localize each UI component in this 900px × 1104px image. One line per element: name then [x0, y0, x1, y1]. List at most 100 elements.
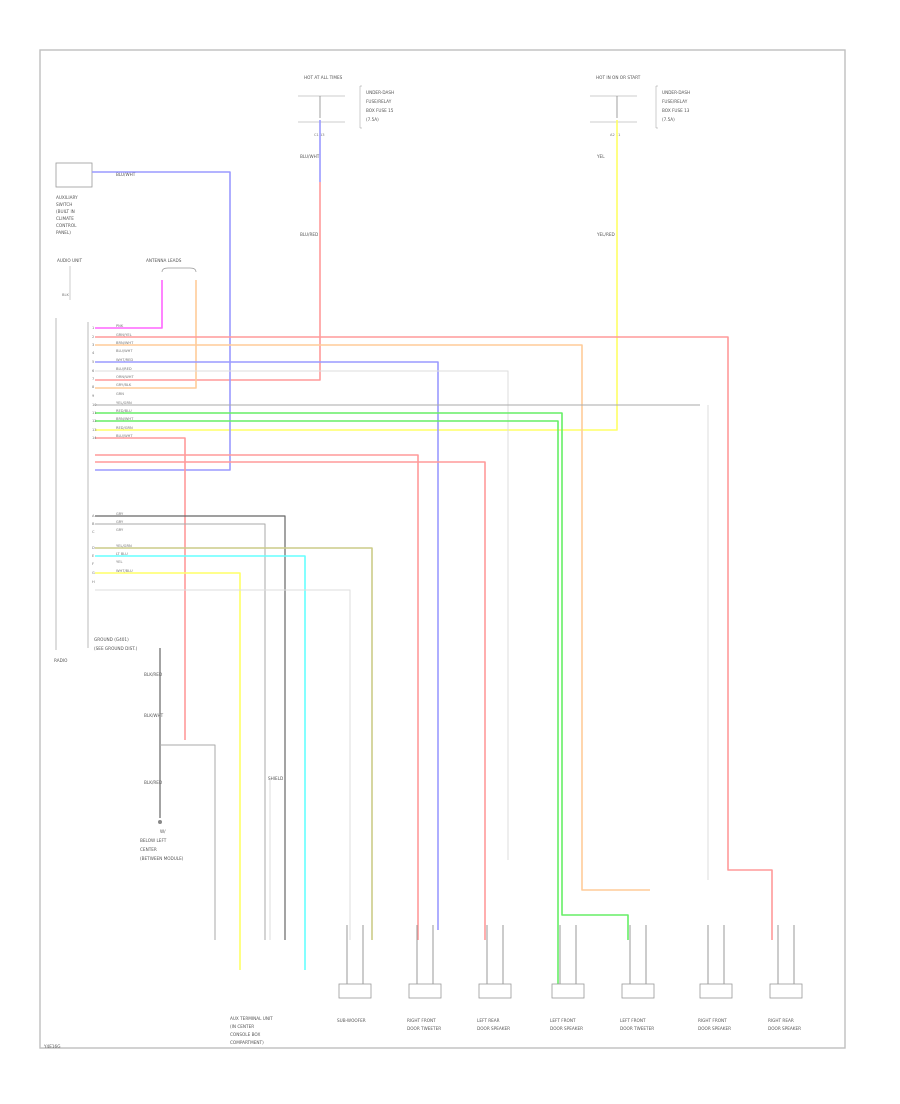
- fuse-right-pin: A2 11: [610, 133, 620, 137]
- fuse-left-line4: (7.5A): [366, 117, 379, 122]
- radio-pin-9-wire: GRN: [116, 392, 124, 396]
- radio-pin-B-number: B: [92, 522, 95, 526]
- wire-ground-gray: [160, 744, 216, 940]
- speaker-4-label-1: LEFT FRONT: [550, 1018, 576, 1023]
- antenna-label: ANTENNA LEADS: [146, 258, 182, 263]
- auxiliary-switch: BLU/WHT AUXILIARY SWITCH (BUILT IN CLIMA…: [55, 162, 136, 235]
- fuse-right-line3: BOX FUSE 13: [662, 108, 690, 113]
- wire-pinA-dark: [95, 515, 286, 940]
- speaker-7-label-2: DOOR SPEAKER: [768, 1026, 801, 1031]
- wire-pin9-red: [95, 454, 419, 940]
- radio-ground-label: GROUND (G401): [94, 637, 129, 642]
- radio-pin-14-number: 14: [92, 436, 97, 440]
- radio-pin-2-wire: GRN/YEL: [116, 333, 132, 337]
- speaker-3-label-1: LEFT REAR: [477, 1018, 500, 1023]
- fuse-right-wire2: YEL/RED: [596, 232, 615, 237]
- radio-pin-C-number: C: [92, 530, 95, 534]
- audio-unit: AUDIO UNIT BLK RADIO GROUND (G401) (SEE …: [54, 258, 138, 663]
- ground-wire-2: BLK/WHT: [144, 713, 164, 718]
- fuse-left-line1: UNDER-DASH: [366, 90, 394, 95]
- radio-pin-5-number: 5: [92, 360, 94, 364]
- radio-pin-F-wire: YEL: [116, 560, 122, 564]
- radio-ground-wire: BLK: [62, 293, 69, 297]
- fuse-left-line3: BOX FUSE 15: [366, 108, 394, 113]
- radio-pin-B-wire: GRY: [116, 520, 124, 524]
- radio-pin-G-number: G: [92, 571, 95, 575]
- aux-line1: AUX TERMINAL UNIT: [230, 1016, 273, 1021]
- wire-pin3-blue: [95, 361, 439, 930]
- speaker-7-body: [769, 983, 803, 999]
- wire-pin8-red: [95, 437, 186, 740]
- radio-pin-1-number: 1: [92, 326, 94, 330]
- switch-wire-label: BLU/WHT: [116, 172, 136, 177]
- aux-terminal: AUX TERMINAL UNIT (IN CENTER CONSOLE BOX…: [230, 1016, 273, 1045]
- switch-line6: PANEL): [56, 230, 71, 235]
- wire-pin6-green: [95, 412, 629, 940]
- radio-pin-14-wire: BLU/WHT: [116, 434, 133, 438]
- fuse-left-line2: FUSE/RELAY: [366, 99, 392, 104]
- wire-pinB-gray: [95, 523, 266, 940]
- radio-pin-11-wire: RED/BLU: [116, 409, 132, 413]
- speaker-6-label-1: RIGHT FRONT: [698, 1018, 727, 1023]
- radio-label: RADIO: [54, 658, 68, 663]
- ground-line2: BELOW LEFT: [140, 838, 167, 843]
- fuse-right-wire1: YEL: [596, 154, 605, 159]
- radio-pin-1-wire: PNK: [116, 324, 124, 328]
- radio-pin-9-number: 9: [92, 394, 95, 398]
- aux-line2: (IN CENTER: [230, 1024, 254, 1029]
- wire-pinF-yellow: [95, 572, 241, 970]
- wire-pin1-red: [95, 336, 773, 940]
- speaker-6-body: [699, 983, 733, 999]
- switch-line3: (BUILT IN: [56, 209, 75, 214]
- footer-code: Y4E16G: [43, 1044, 60, 1049]
- radio-pin-3-number: 3: [92, 343, 94, 347]
- speaker-2-body: [408, 983, 442, 999]
- speaker-1: SUB-WOOFER: [337, 925, 372, 1023]
- fuse-left-wire1: BLU/WHT: [300, 154, 320, 159]
- radio-pin-10-number: 10: [92, 403, 97, 407]
- switch-line5: CONTROL: [56, 223, 77, 228]
- wire-pin7-green: [95, 420, 559, 985]
- ground-line1: W/: [160, 829, 166, 834]
- fuse-right-title: HOT IN ON OR START: [596, 75, 641, 80]
- radio-pin-E-wire: LT BLU: [116, 552, 128, 556]
- radio-pin-10-wire: YEL/GRN: [116, 401, 132, 405]
- wire-pin2-orange: [95, 344, 650, 891]
- radio-pin-13-number: 13: [92, 428, 97, 432]
- radio-pin-5-wire: WHT/RED: [116, 358, 133, 362]
- auxiliary-switch-box: [55, 162, 93, 188]
- fuse-right: HOT IN ON OR START UNDER-DASH FUSE/RELAY…: [590, 75, 690, 237]
- speaker-2-label-1: RIGHT FRONT: [407, 1018, 436, 1023]
- ground-line4: (BETWEEN MODULE): [140, 856, 184, 861]
- aux-line3: CONSOLE BOX: [230, 1032, 260, 1037]
- speaker-1-label-1: SUB-WOOFER: [337, 1018, 366, 1023]
- radio-title: AUDIO UNIT: [57, 258, 82, 263]
- fuse-right-line4: (7.5A): [662, 117, 675, 122]
- radio-pin-11-number: 11: [92, 411, 97, 415]
- radio-pin-7-wire: ORN/WHT: [116, 375, 134, 379]
- radio-pin-D-wire: YEL/GRN: [116, 544, 132, 548]
- radio-pin-12-number: 12: [92, 419, 97, 423]
- radio-pin-7-number: 7: [92, 377, 94, 381]
- ground-wire-3: BLK/RED: [144, 780, 162, 785]
- wire-fuse-left-red: [95, 182, 321, 381]
- radio-pin-C-wire: GRY: [116, 528, 124, 532]
- radio-pin-3-wire: BRN/WHT: [116, 341, 134, 345]
- speaker-4-label-2: DOOR SPEAKER: [550, 1026, 583, 1031]
- wire-fuse-right-yellow: [95, 120, 618, 431]
- fuse-left: HOT AT ALL TIMES UNDER-DASH FUSE/RELAY B…: [298, 75, 394, 237]
- radio-pin-4-wire: BLU/WHT: [116, 349, 133, 353]
- wire-pin4-gray: [95, 370, 509, 860]
- speaker-4-body: [551, 983, 585, 999]
- radio-pin-D-number: D: [92, 546, 95, 550]
- ground-point: [158, 820, 162, 824]
- speaker-4: LEFT FRONT DOOR SPEAKER: [550, 925, 585, 1031]
